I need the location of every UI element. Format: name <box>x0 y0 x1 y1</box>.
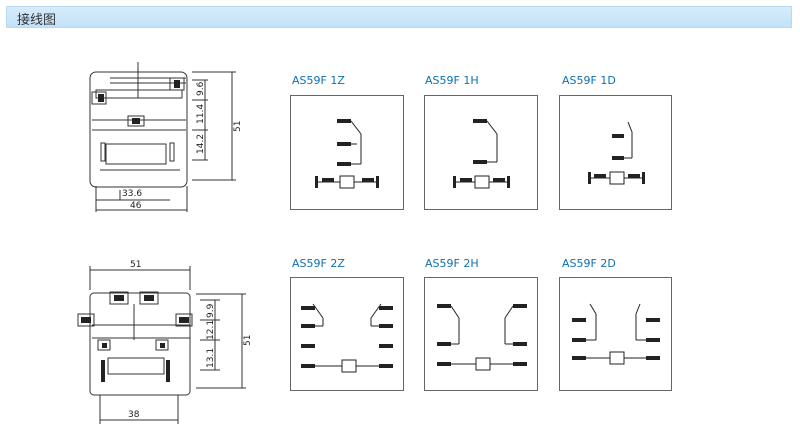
panel-label-1d: AS59F 1D <box>562 74 616 87</box>
dim-bottom-13.1: 13.1 <box>206 348 216 368</box>
section-title: 接线图 <box>17 13 57 28</box>
dim-top-51: 51 <box>233 121 243 132</box>
panel-label-2h: AS59F 2H <box>425 257 479 270</box>
dim-bottom-38: 38 <box>128 410 140 420</box>
panel-label-1h: AS59F 1H <box>425 74 479 87</box>
dim-top-33.6: 33.6 <box>122 189 142 199</box>
dim-top-9.6: 9.6 <box>196 81 206 96</box>
dim-top-14.2: 14.2 <box>196 134 206 154</box>
dim-top-46: 46 <box>130 201 142 211</box>
dim-bottom-51-height: 51 <box>243 335 253 346</box>
dim-bottom-9.9: 9.9 <box>206 303 216 318</box>
panel-label-2d: AS59F 2D <box>562 257 616 270</box>
dim-bottom-12.1: 12.1 <box>206 320 216 340</box>
section-header: 接线图 <box>6 6 792 28</box>
wiring-panel-1h <box>424 95 538 210</box>
panel-label-1z: AS59F 1Z <box>292 74 345 87</box>
panel-label-2z: AS59F 2Z <box>292 257 345 270</box>
wiring-panel-1d <box>559 95 672 210</box>
dim-top-11.4: 11.4 <box>196 104 206 124</box>
wiring-panel-2z <box>290 277 404 391</box>
wiring-panel-2d <box>559 277 672 391</box>
wiring-panel-2h <box>424 277 538 391</box>
dim-bottom-51-width: 51 <box>130 260 141 270</box>
wiring-panel-1z <box>290 95 404 210</box>
